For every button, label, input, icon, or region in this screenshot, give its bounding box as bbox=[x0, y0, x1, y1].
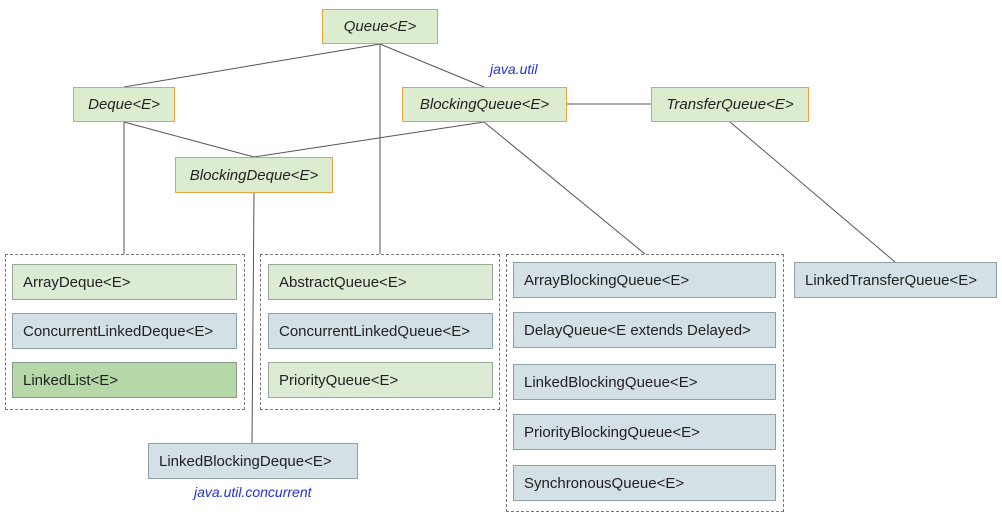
transfer-queue-interface: TransferQueue<E> bbox=[651, 87, 809, 122]
edge-blockingqueue-blockingimpl-group bbox=[483, 121, 646, 255]
edge-blockingdeque-linkedblockingdeque bbox=[251, 192, 255, 444]
edge-queue-deque bbox=[123, 43, 381, 88]
blocking-queue-impl-group bbox=[506, 254, 784, 512]
concurrent-linked-deque-class: ConcurrentLinkedDeque<E> bbox=[12, 313, 237, 349]
priority-blocking-queue-class: PriorityBlockingQueue<E> bbox=[513, 414, 776, 450]
synchronous-queue-class: SynchronousQueue<E> bbox=[513, 465, 776, 501]
edge-deque-blockingdeque bbox=[123, 121, 255, 158]
array-blocking-queue-class: ArrayBlockingQueue<E> bbox=[513, 262, 776, 298]
blocking-deque-interface: BlockingDeque<E> bbox=[175, 157, 333, 193]
package-label-java-util-concurrent: java.util.concurrent bbox=[194, 484, 312, 500]
array-deque-class: ArrayDeque<E> bbox=[12, 264, 237, 300]
edge-transferqueue-linkedtransferqueue bbox=[729, 121, 896, 263]
blocking-queue-interface: BlockingQueue<E> bbox=[402, 87, 567, 122]
concurrent-linked-queue-class: ConcurrentLinkedQueue<E> bbox=[268, 313, 493, 349]
linked-list-class: LinkedList<E> bbox=[12, 362, 237, 398]
package-label-java-util: java.util bbox=[490, 61, 538, 77]
linked-transfer-queue-class: LinkedTransferQueue<E> bbox=[794, 262, 997, 298]
queue-impl-group bbox=[260, 254, 500, 410]
deque-interface: Deque<E> bbox=[73, 87, 175, 122]
linked-blocking-queue-class: LinkedBlockingQueue<E> bbox=[513, 364, 776, 400]
edge-queue-blockingqueue bbox=[379, 43, 485, 88]
queue-interface: Queue<E> bbox=[322, 9, 438, 44]
priority-queue-class: PriorityQueue<E> bbox=[268, 362, 493, 398]
linked-blocking-deque-class: LinkedBlockingDeque<E> bbox=[148, 443, 358, 479]
edge-blockingqueue-blockingdeque bbox=[253, 121, 485, 158]
deque-impl-group bbox=[5, 254, 245, 410]
delay-queue-class: DelayQueue<E extends Delayed> bbox=[513, 312, 776, 348]
abstract-queue-class: AbstractQueue<E> bbox=[268, 264, 493, 300]
